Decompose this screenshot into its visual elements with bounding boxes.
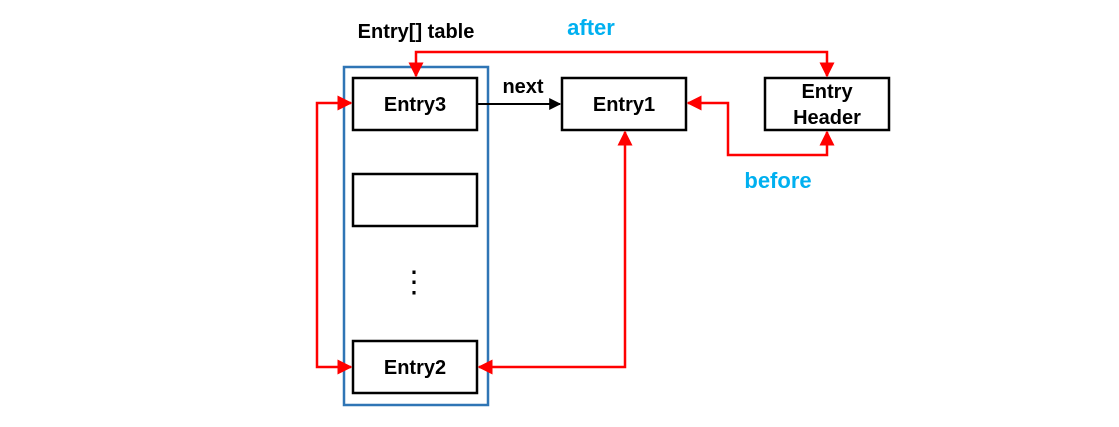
entry2-box bbox=[351, 339, 479, 395]
empty-slot-box bbox=[351, 172, 479, 228]
entry-header-label-line1: Entry bbox=[801, 81, 853, 103]
before-label: before bbox=[744, 168, 811, 193]
ellipsis: ⋮ bbox=[399, 266, 429, 299]
entry1-label: Entry1 bbox=[593, 94, 655, 116]
entry2-entry1-link bbox=[477, 130, 633, 375]
after-link bbox=[408, 50, 835, 78]
entry3-label: Entry3 bbox=[384, 94, 446, 116]
entry3-box bbox=[351, 76, 479, 132]
entry3-entry2-link bbox=[315, 95, 353, 375]
next-label: next bbox=[502, 76, 543, 98]
table-title: Entry[] table bbox=[358, 21, 475, 43]
entry-header-label-line2: Header bbox=[793, 107, 861, 129]
before-link bbox=[686, 95, 835, 157]
after-label: after bbox=[567, 15, 615, 40]
entry2-label: Entry2 bbox=[384, 357, 446, 379]
entry1-box bbox=[560, 76, 688, 132]
